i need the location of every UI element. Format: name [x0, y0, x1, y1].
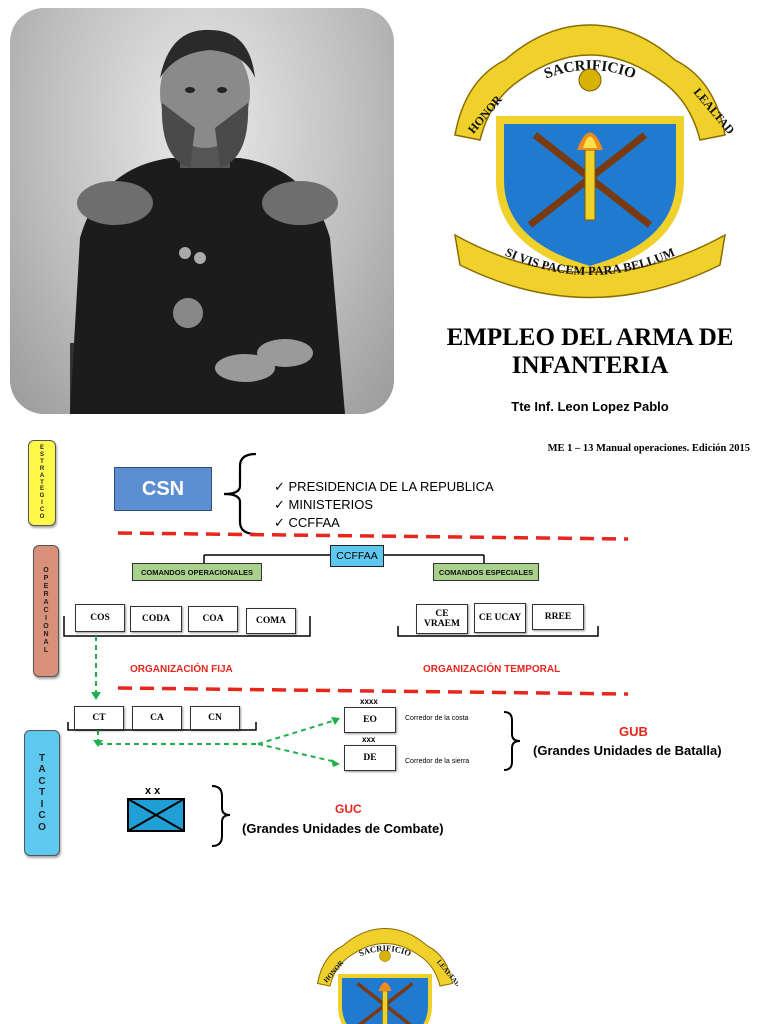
unit-box-ce-ucay: CE UCAY — [474, 603, 526, 633]
unit-box-de: DE — [344, 745, 396, 771]
ccffaa-box: CCFFAA — [330, 545, 384, 567]
general-portrait — [10, 8, 394, 414]
author-name: Tte Inf. Leon Lopez Pablo — [511, 399, 669, 414]
infantry-emblem-bottom: SACRIFICIO HONOR LEALTAD — [312, 926, 458, 1024]
guc-echelon-mark: x x — [145, 785, 161, 797]
strategic-brace — [216, 452, 266, 541]
organizacion-temporal-label: ORGANIZACIÓN TEMPORAL — [423, 664, 561, 675]
guc-abbreviation: GUC — [335, 802, 362, 816]
unit-box-ce-vraem: CE VRAEM — [416, 604, 468, 634]
unit-box-cn: CN — [190, 706, 240, 730]
comandos-especiales-box: COMANDOS ESPECIALES — [433, 563, 539, 581]
organizacion-fija-label: ORGANIZACIÓN FIJA — [130, 664, 233, 675]
infantry-unit-symbol-icon — [127, 798, 185, 837]
unit-box-rree: RREE — [532, 604, 584, 630]
eo-description: Corredor de la costa — [405, 715, 469, 722]
unit-box-ca: CA — [132, 706, 182, 730]
comandos-operacionales-box: COMANDOS OPERACIONALES — [132, 563, 262, 581]
strategic-item: PRESIDENCIA DE LA REPUBLICA — [274, 478, 494, 496]
gub-full-name: (Grandes Unidades de Batalla) — [533, 743, 722, 758]
unit-box-eo: EO — [344, 707, 396, 733]
gub-abbreviation: GUB — [619, 724, 648, 739]
strategic-item: MINISTERIOS — [274, 496, 494, 514]
de-echelon-mark: xxx — [362, 735, 376, 744]
unit-box-cos: COS — [75, 604, 125, 632]
de-description: Corredor de la sierra — [405, 758, 470, 765]
unit-box-ct: CT — [74, 706, 124, 730]
unit-box-coa: COA — [188, 606, 238, 632]
unit-box-coma: COMA — [246, 608, 296, 634]
page-title: EMPLEO DEL ARMA DE INFANTERIA — [446, 324, 734, 379]
manual-reference: ME 1 – 13 Manual operaciones. Edición 20… — [547, 443, 750, 454]
strategic-list: PRESIDENCIA DE LA REPUBLICA MINISTERIOS … — [274, 478, 494, 532]
eo-echelon-mark: xxxx — [360, 697, 378, 706]
unit-box-coda: CODA — [130, 606, 182, 632]
infantry-emblem: SACRIFICIO HONOR LEALTAD SI VIS PACEM PA… — [445, 20, 738, 300]
strategic-item: CCFFAA — [274, 514, 494, 532]
csn-box: CSN — [114, 467, 212, 511]
guc-full-name: (Grandes Unidades de Combate) — [242, 821, 444, 836]
